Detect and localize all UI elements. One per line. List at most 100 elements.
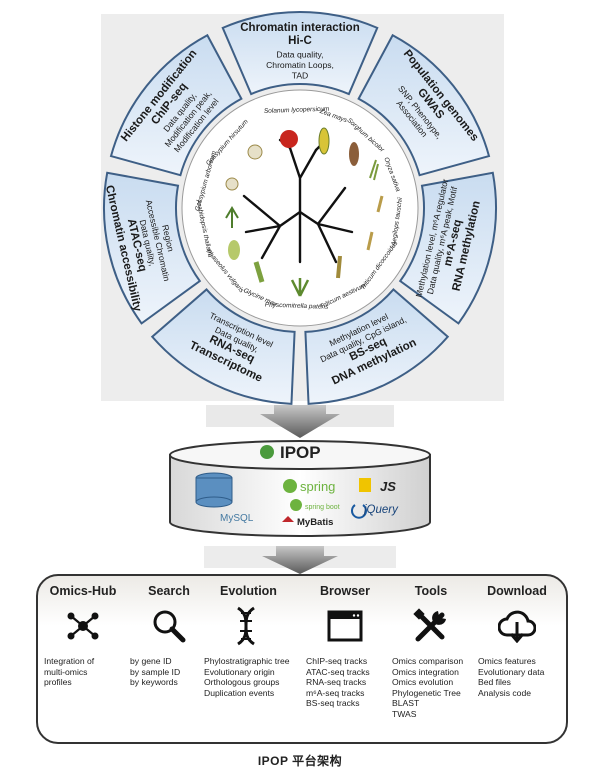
list-item: multi-omics <box>44 666 88 677</box>
module-title: Evolution <box>220 584 277 598</box>
list-item: Analysis code <box>478 687 532 698</box>
segment-gwas <box>357 33 491 177</box>
soybean-icon <box>253 261 265 283</box>
segment-bs-seq <box>304 288 450 405</box>
jquery-logo: jQuery <box>351 504 399 519</box>
module-title: Download <box>487 584 547 598</box>
list-item: Phylostratigraphic tree <box>204 656 290 666</box>
list-item: by sample ID <box>130 666 181 677</box>
wheat-aestivum-icon <box>336 255 342 279</box>
js-shield-icon <box>359 478 371 492</box>
list-item: Omics evolution <box>392 677 454 688</box>
segment-hi-c <box>221 11 379 96</box>
cotton-hirsutum-icon <box>247 144 263 160</box>
module-items: Phylostratigraphic tree Evolutionary ori… <box>204 656 304 698</box>
list-item: Omics features <box>478 656 536 666</box>
species-label: Solanum lycopersicum <box>264 106 330 115</box>
tools-icon <box>392 604 470 648</box>
list-item: profiles <box>44 677 72 688</box>
ipop-database-cylinder <box>169 440 431 537</box>
plant-illustrations <box>225 127 384 297</box>
module-items: Omics comparison Omics integration Omics… <box>392 656 470 720</box>
list-item: Omics integration <box>392 666 459 677</box>
js-logo: JS <box>359 478 396 494</box>
list-item: BS-seq tracks <box>306 698 360 709</box>
wheat-dicoccoides-icon <box>366 231 374 251</box>
module-items: ChIP-seq tracks ATAC-seq tracks RNA-seq … <box>306 656 384 709</box>
segment-chip-seq <box>109 33 243 177</box>
module-tools[interactable]: Tools Omics comparison Omics integration… <box>392 584 470 720</box>
segment-rna-seq <box>150 288 296 405</box>
bean-icon <box>228 240 240 260</box>
js-label: JS <box>380 479 396 494</box>
arabidopsis-icon <box>225 206 239 228</box>
spring-leaf-icon <box>283 479 297 493</box>
module-evolution[interactable]: Evolution Phylostratigraphic tree Evolut… <box>204 584 304 698</box>
list-item: BLAST <box>392 698 420 709</box>
module-items: Integration of multi-omics profiles <box>44 656 122 688</box>
list-item: Orthologous groups <box>204 677 280 688</box>
ipop-logo: IPOP <box>260 443 321 462</box>
list-item: TWAS <box>392 708 417 719</box>
spring-boot-logo: spring boot <box>290 499 340 511</box>
segment-title: Chromatin interaction <box>240 22 359 34</box>
mysql-label: MySQL <box>220 513 254 524</box>
segment-m-a-seq <box>398 171 497 325</box>
segment-details: Data quality, <box>276 49 323 59</box>
arrow-to-modules <box>204 546 396 574</box>
list-item: Evolutionary origin <box>204 666 275 677</box>
module-download[interactable]: Download Omics features Evolutionary dat… <box>478 584 556 698</box>
list-item: Integration of <box>44 656 95 666</box>
spring-logo: spring <box>283 479 335 494</box>
segment-atac-seq <box>103 171 202 325</box>
module-search[interactable]: Search by gene ID by sample ID by keywor… <box>130 584 208 688</box>
list-item: by keywords <box>130 677 178 688</box>
functional-modules-panel: Omics-Hub Integration of multi-omics pro… <box>36 574 568 744</box>
jquery-label: jQuery <box>362 504 399 516</box>
list-item: Phylogenetic Tree <box>392 687 461 698</box>
list-item: RNA-seq tracks <box>306 677 367 688</box>
list-item: ChIP-seq tracks <box>306 656 368 666</box>
spring-boot-label: spring boot <box>305 504 340 511</box>
maize-icon <box>318 127 330 155</box>
segment-details: Chromatin Loops, <box>266 60 334 70</box>
module-browser[interactable]: Browser ChIP-seq tracks ATAC-seq tracks … <box>306 584 384 709</box>
list-item: Evolutionary data <box>478 666 545 677</box>
list-item: Omics comparison <box>392 656 464 666</box>
module-items: by gene ID by sample ID by keywords <box>130 656 208 688</box>
segment-details: TAD <box>292 70 309 80</box>
module-title: Browser <box>319 584 371 598</box>
list-item: ATAC-seq tracks <box>306 666 370 677</box>
arrow-to-database <box>206 405 394 438</box>
cloud-download-icon <box>478 604 556 648</box>
module-omics-hub[interactable]: Omics-Hub Integration of multi-omics pro… <box>44 584 122 688</box>
module-title: Omics-Hub <box>49 584 117 598</box>
mybatis-bird-icon <box>282 516 294 522</box>
jquery-swirl-icon <box>351 504 367 519</box>
tech-stack: MySQL spring spring boot MyBatis JS jQue… <box>195 472 399 528</box>
list-item: Bed files <box>478 677 511 688</box>
cotton-arboreum-icon <box>225 177 239 191</box>
sorghum-icon <box>349 142 359 166</box>
spring-boot-icon <box>290 499 302 511</box>
database-name: IPOP <box>280 443 321 462</box>
list-item: Duplication events <box>204 687 275 698</box>
list-item: by gene ID <box>130 656 172 666</box>
tree-logo-icon <box>260 445 274 459</box>
species-label: Physcomitrella patens <box>265 302 330 311</box>
moss-icon <box>290 278 310 297</box>
module-items: Omics features Evolutionary data Bed fil… <box>478 656 556 698</box>
mybatis-logo: MyBatis <box>282 516 333 528</box>
tomato-icon <box>280 130 298 148</box>
dna-icon <box>204 604 304 648</box>
figure-caption: IPOP 平台架构 <box>257 754 343 768</box>
module-title: Search <box>148 584 190 598</box>
browser-window-icon <box>306 604 384 648</box>
magnifier-icon <box>130 604 208 648</box>
list-item: m⁶A-seq tracks <box>306 687 365 698</box>
aegilops-icon <box>376 195 384 213</box>
mybatis-label: MyBatis <box>297 517 333 528</box>
spring-label: spring <box>300 479 335 494</box>
